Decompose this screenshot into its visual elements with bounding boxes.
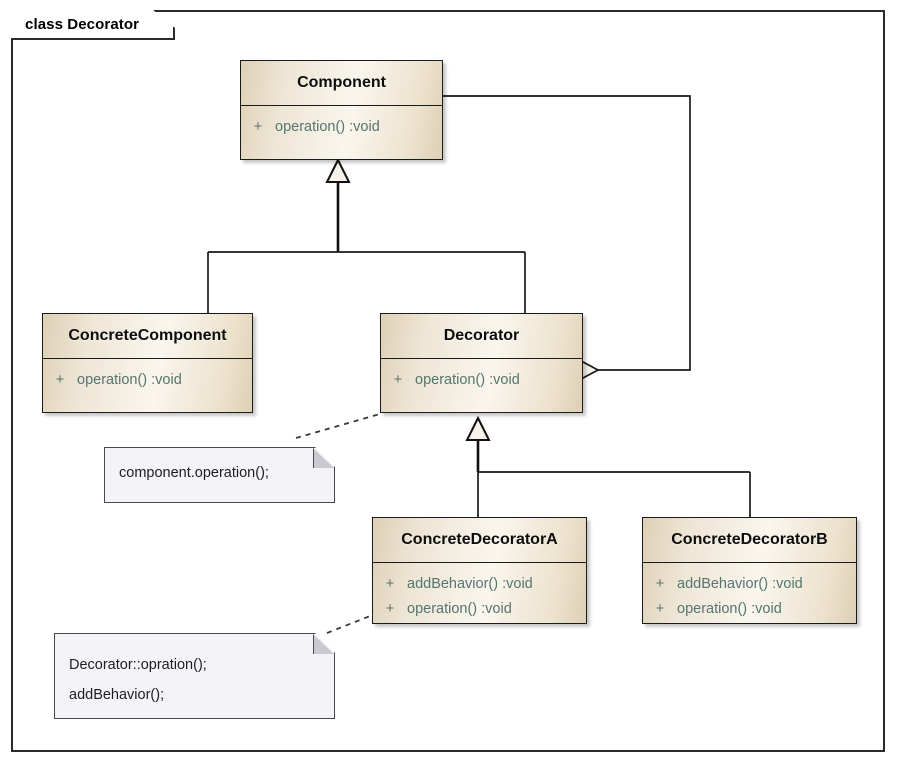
- class-members-concrete-decorator-b: + addBehavior() :void + operation() :voi…: [643, 563, 856, 629]
- class-member: + operation() :void: [381, 367, 582, 392]
- class-box-concrete-decorator-b[interactable]: ConcreteDecoratorB + addBehavior() :void…: [642, 517, 857, 624]
- note-box-decorator[interactable]: component.operation();: [104, 447, 335, 503]
- class-title-concrete-decorator-a: ConcreteDecoratorA: [373, 518, 586, 563]
- note-line: Decorator::opration();: [69, 657, 207, 673]
- class-members-component: + operation() :void: [241, 106, 442, 147]
- class-members-concrete-decorator-a: + addBehavior() :void + operation() :voi…: [373, 563, 586, 629]
- class-title-decorator: Decorator: [381, 314, 582, 359]
- member-signature: operation() :void: [275, 118, 380, 135]
- member-signature: operation() :void: [407, 600, 512, 617]
- member-signature: operation() :void: [415, 371, 520, 388]
- class-box-concrete-component[interactable]: ConcreteComponent + operation() :void: [42, 313, 253, 413]
- class-title-concrete-component: ConcreteComponent: [43, 314, 252, 359]
- class-member: + operation() :void: [43, 367, 252, 392]
- class-box-concrete-decorator-a[interactable]: ConcreteDecoratorA + addBehavior() :void…: [372, 517, 587, 624]
- member-signature: addBehavior() :void: [407, 575, 533, 592]
- member-visibility: +: [655, 575, 665, 592]
- note-content-decorator: component.operation();: [105, 448, 334, 498]
- member-signature: operation() :void: [77, 371, 182, 388]
- member-visibility: +: [393, 371, 403, 388]
- member-visibility: +: [55, 371, 65, 388]
- member-visibility: +: [253, 118, 263, 135]
- member-signature: addBehavior() :void: [677, 575, 803, 592]
- class-members-concrete-component: + operation() :void: [43, 359, 252, 400]
- member-visibility: +: [655, 600, 665, 617]
- class-title-component: Component: [241, 61, 442, 106]
- note-content-concrete-decorator-a: Decorator::opration(); addBehavior();: [55, 634, 334, 720]
- class-member: + operation() :void: [643, 596, 856, 621]
- diagram-frame-label: class Decorator: [25, 15, 140, 33]
- class-box-decorator[interactable]: Decorator + operation() :void: [380, 313, 583, 413]
- note-line: addBehavior();: [69, 687, 165, 703]
- diagram-frame-tab: class Decorator: [11, 10, 175, 40]
- class-member: + operation() :void: [373, 596, 586, 621]
- class-members-decorator: + operation() :void: [381, 359, 582, 400]
- note-box-concrete-decorator-a[interactable]: Decorator::opration(); addBehavior();: [54, 633, 335, 719]
- class-title-concrete-decorator-b: ConcreteDecoratorB: [643, 518, 856, 563]
- class-member: + addBehavior() :void: [373, 571, 586, 596]
- member-signature: operation() :void: [677, 600, 782, 617]
- class-member: + operation() :void: [241, 114, 442, 139]
- member-visibility: +: [385, 600, 395, 617]
- note-line: component.operation();: [119, 465, 269, 481]
- class-member: + addBehavior() :void: [643, 571, 856, 596]
- member-visibility: +: [385, 575, 395, 592]
- class-box-component[interactable]: Component + operation() :void: [240, 60, 443, 160]
